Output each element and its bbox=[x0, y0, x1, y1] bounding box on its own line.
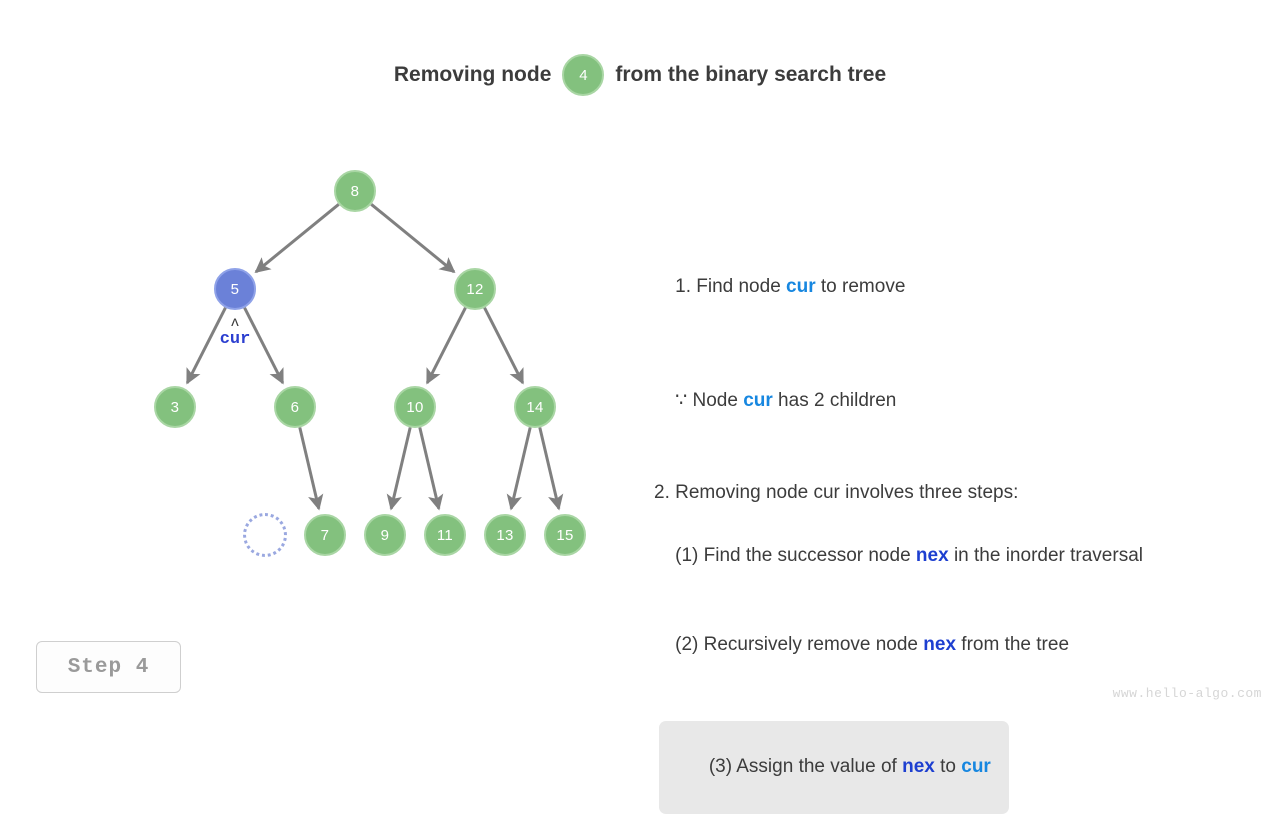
title-suffix: from the binary search tree bbox=[615, 63, 887, 86]
tree-node-label: 6 bbox=[290, 398, 300, 416]
keyword-cur: cur bbox=[961, 756, 991, 777]
info-substep-3-pre: (3) Assign the value of bbox=[708, 756, 903, 777]
tree-node-label: 7 bbox=[320, 526, 330, 544]
keyword-cur: cur bbox=[786, 276, 816, 297]
tree-node-10: 10 bbox=[394, 386, 436, 428]
tree-node-8: 8 bbox=[334, 170, 376, 212]
watermark: www.hello-algo.com bbox=[1112, 686, 1262, 701]
tree-node-13: 13 bbox=[484, 514, 526, 556]
info-step-1-post: to remove bbox=[815, 276, 906, 297]
tree-edge bbox=[254, 203, 340, 274]
explanation-panel: 1. Find node cur to remove ∵ Node cur ha… bbox=[654, 248, 1264, 840]
tree-edge bbox=[386, 427, 412, 511]
tree-node-label: 8 bbox=[350, 182, 360, 200]
spacer bbox=[654, 440, 1264, 480]
tree-node-label: 15 bbox=[556, 526, 574, 544]
tree-node-15: 15 bbox=[544, 514, 586, 556]
info-step-1-pre: 1. Find node bbox=[675, 276, 787, 297]
tree-edge bbox=[425, 307, 467, 385]
info-substep-2-pre: (2) Recursively remove node bbox=[675, 634, 924, 655]
tree-edge bbox=[506, 427, 532, 511]
keyword-nex: nex bbox=[923, 634, 957, 655]
step-badge: Step 4 bbox=[36, 641, 181, 693]
tree-node-label: 3 bbox=[170, 398, 180, 416]
page-title: Removing node 4 from the binary search t… bbox=[0, 54, 1280, 96]
info-substep-2-post: from the tree bbox=[956, 634, 1070, 655]
info-substep-1: (1) Find the successor node nex in the i… bbox=[654, 517, 1264, 595]
tree-node-9: 9 bbox=[364, 514, 406, 556]
tree-node-label: 10 bbox=[406, 398, 424, 416]
tree-node-5: 5 bbox=[214, 268, 256, 310]
tree-edge bbox=[298, 427, 324, 511]
info-substep-2: (2) Recursively remove node nex from the… bbox=[654, 606, 1264, 684]
tree-node-label: 5 bbox=[230, 280, 240, 298]
tree-node-14: 14 bbox=[514, 386, 556, 428]
tree-edge bbox=[538, 427, 564, 511]
cur-caret-icon: ʌ bbox=[230, 315, 240, 331]
spacer bbox=[654, 326, 1264, 362]
tree-edge bbox=[185, 307, 227, 385]
tree-nodes: 8 5 12 3 6 10 14 7 9 11 13 15 bbox=[0, 0, 660, 620]
tree-node-label: 12 bbox=[466, 280, 484, 298]
tree-node-label: 14 bbox=[526, 398, 544, 416]
tree-node-label: 9 bbox=[380, 526, 390, 544]
tree-edge bbox=[418, 427, 444, 511]
title-prefix: Removing node bbox=[393, 63, 552, 86]
info-reason: ∵ Node cur has 2 children bbox=[654, 362, 1264, 440]
tree-node-11: 11 bbox=[424, 514, 466, 556]
keyword-nex: nex bbox=[915, 545, 949, 566]
tree-node-6: 6 bbox=[274, 386, 316, 428]
tree-edges bbox=[185, 203, 564, 511]
info-reason-pre: ∵ Node bbox=[675, 390, 744, 411]
info-substep-3-mid: to bbox=[934, 756, 962, 777]
info-substep-1-pre: (1) Find the successor node bbox=[675, 545, 916, 566]
tree-node-7: 7 bbox=[304, 514, 346, 556]
info-step-1: 1. Find node cur to remove bbox=[654, 248, 1264, 326]
info-substep-3-row: (3) Assign the value of nex to cur bbox=[654, 695, 1264, 840]
tree-node-label: 13 bbox=[496, 526, 514, 544]
info-substep-3-highlight: (3) Assign the value of nex to cur bbox=[659, 721, 1009, 814]
tree-node-12: 12 bbox=[454, 268, 496, 310]
info-step-2-header: 2. Removing node cur involves three step… bbox=[654, 482, 1019, 503]
tree-node-placeholder bbox=[243, 513, 287, 557]
info-substep-1-post: in the inorder traversal bbox=[948, 545, 1143, 566]
tree-node-label: 11 bbox=[436, 526, 454, 544]
tree-edge bbox=[370, 203, 456, 274]
cur-pointer-label: cur bbox=[219, 330, 251, 349]
binary-search-tree-diagram: 8 5 12 3 6 10 14 7 9 11 13 15 ʌ cur bbox=[0, 0, 660, 620]
title-node-badge: 4 bbox=[562, 54, 605, 96]
keyword-nex: nex bbox=[902, 756, 935, 777]
tree-edge bbox=[243, 307, 285, 385]
tree-node-3: 3 bbox=[154, 386, 196, 428]
cur-pointer: ʌ cur bbox=[190, 315, 280, 350]
tree-edge bbox=[483, 307, 525, 385]
info-reason-post: has 2 children bbox=[772, 390, 897, 411]
keyword-cur: cur bbox=[743, 390, 773, 411]
